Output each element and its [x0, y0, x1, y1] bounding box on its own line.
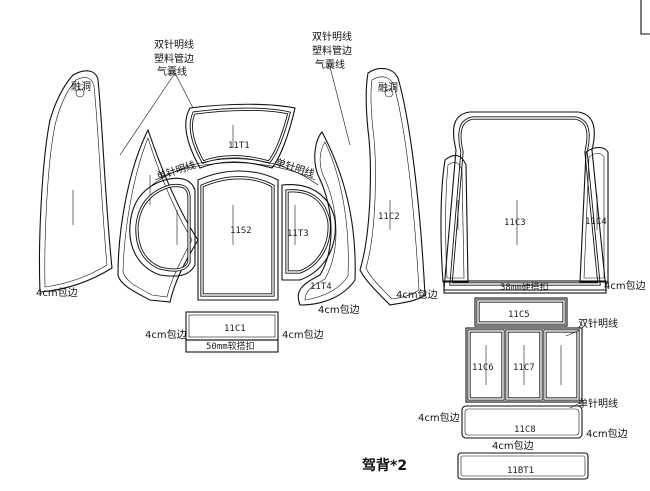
- piece-label-11S2: 11S2: [230, 226, 252, 236]
- note-line: 双针明线: [312, 30, 352, 43]
- pipe-note-right: 双针明线 塑料管边 气囊线: [312, 30, 352, 71]
- note-line: 气囊线: [157, 65, 187, 78]
- c3-left-side: [440, 154, 469, 283]
- piece-11S2: 11S2: [197, 170, 279, 301]
- hard-buckle-strip: 38mm硬搭扣: [443, 280, 607, 294]
- piece-11C3: 11C3: [443, 111, 607, 291]
- frame-corner: [640, 0, 650, 35]
- punch-hole-icon: [75, 88, 85, 98]
- note-line: 塑料管边: [312, 44, 352, 57]
- piece-11C7: 11C7: [505, 329, 580, 401]
- piece-11T3: 11T3: [281, 184, 336, 281]
- hard-buckle-label: 38mm硬搭扣: [500, 281, 549, 293]
- stitch-label-right: 单针明线: [274, 155, 316, 180]
- piece-label-11C5: 11C5: [508, 310, 530, 320]
- note-line: 气囊线: [315, 58, 345, 71]
- edge-label-c1-right: 4cm包边: [282, 328, 324, 341]
- edge-label-t4: 4cm包边: [318, 303, 360, 316]
- piece-11C1: 11C1 50mm软搭扣: [185, 311, 279, 353]
- leader-lines: [119, 66, 581, 409]
- note-line: 塑料管边: [154, 52, 194, 65]
- piece-11C6: 11C6: [465, 327, 583, 403]
- note-line: 双针明线: [154, 38, 194, 51]
- punch-hole-label-right: 融洞: [378, 82, 398, 94]
- edge-label-c2: 4cm包边: [396, 288, 438, 301]
- stitch-label-left: 单针明线: [155, 158, 197, 183]
- piece-label-11C1: 11C1: [224, 324, 246, 334]
- piece-label-11BT1: 11BT1: [507, 466, 534, 476]
- double-stitch-label: 双针明线: [578, 317, 618, 330]
- piece-label-11C4: 11C4: [585, 217, 607, 227]
- soft-buckle-label: 50mm软搭扣: [206, 340, 255, 352]
- left-ear-panel: [117, 128, 199, 303]
- edge-label-c8-left: 4cm包边: [418, 411, 460, 424]
- edge-label-bt1: 4cm包边: [492, 439, 534, 452]
- piece-label-11C7: 11C7: [513, 363, 535, 373]
- piece-11C2: 11C2: [359, 67, 426, 306]
- piece-label-11T1: 11T1: [228, 141, 250, 151]
- piece-label-11T4: 11T4: [310, 282, 332, 292]
- left-side-panel: [38, 70, 113, 293]
- edge-label-c8-right: 4cm包边: [586, 427, 628, 440]
- left-wing-panel: [129, 177, 196, 277]
- stitch-band: 单针明线 单针明线: [151, 155, 319, 186]
- piece-label-11C8: 11C8: [514, 425, 536, 435]
- punch-hole-icon: [384, 88, 394, 98]
- piece-label-11C3: 11C3: [504, 218, 526, 228]
- piece-11BT1: 11BT1: [457, 452, 589, 480]
- sheet-title: 驾背*2: [361, 457, 407, 474]
- edge-label-c4: 4cm包边: [604, 279, 646, 292]
- punch-hole-label-left: 融洞: [71, 81, 91, 93]
- edge-label-left: 4cm包边: [36, 286, 78, 299]
- piece-11C8: 11C8: [461, 405, 583, 439]
- piece-label-11T3: 11T3: [287, 229, 309, 239]
- piece-11C5: 11C5: [474, 297, 568, 327]
- piece-label-11C2: 11C2: [378, 212, 400, 222]
- single-stitch-label: 单针明线: [578, 397, 618, 410]
- pipe-note-left: 双针明线 塑料管边 气囊线: [154, 38, 194, 78]
- piece-label-11C6: 11C6: [472, 363, 494, 373]
- piece-11T1: 11T1: [185, 103, 296, 169]
- piece-11C4: 11C4: [579, 146, 609, 283]
- edge-label-c1-left: 4cm包边: [145, 328, 187, 341]
- piece-11T4: 11T4: [297, 131, 356, 306]
